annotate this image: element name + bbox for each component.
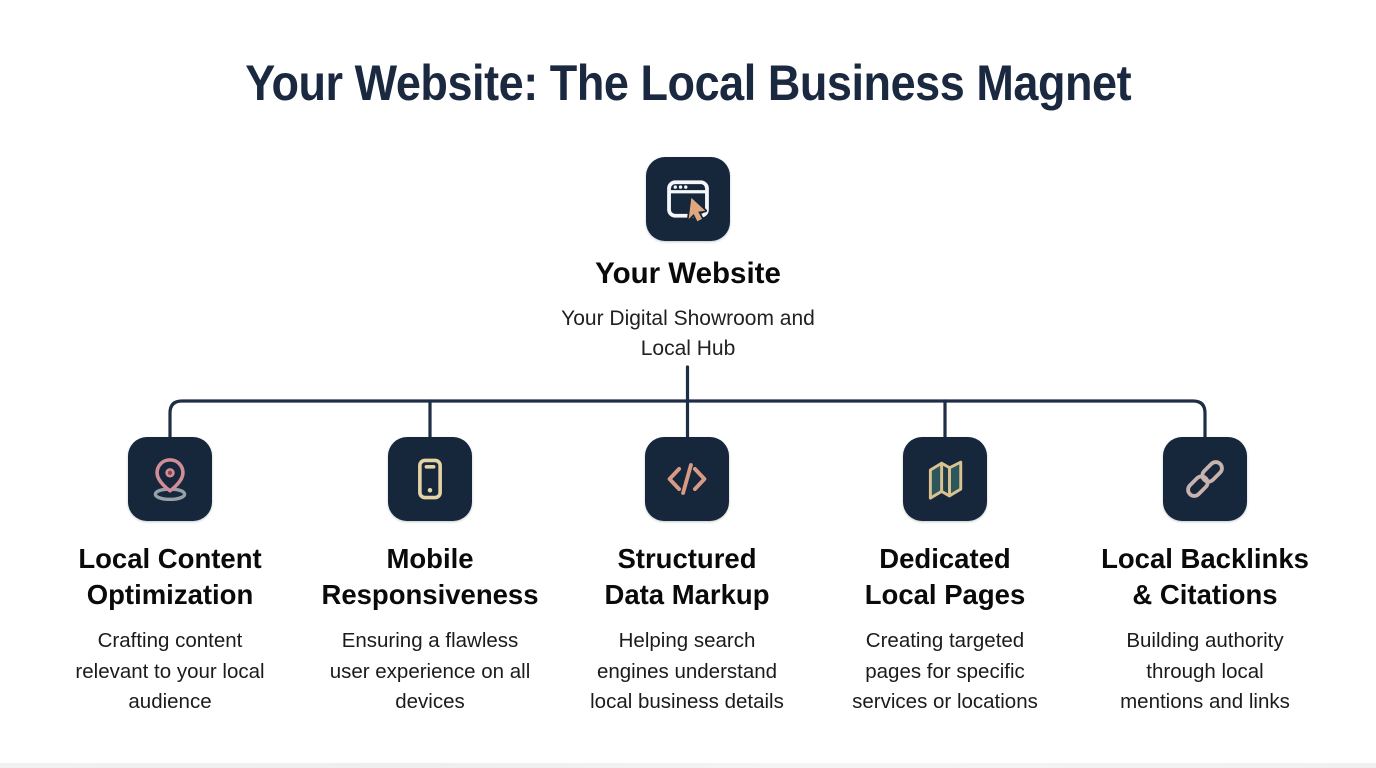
node-desc-line: Building authority — [1126, 629, 1284, 652]
node-title-line: & Citations — [1132, 579, 1278, 610]
node-title-line: Mobile — [386, 543, 474, 574]
connector-rail — [168, 399, 1207, 440]
folded-map-icon — [928, 460, 963, 500]
node-desc-line: Crafting content — [97, 629, 243, 652]
node-dedicated-local-pages: Dedicated Local Pages Creating targeted … — [805, 437, 1085, 718]
node-icon-tile — [645, 437, 729, 521]
node-description: Ensuring a flawless user experience on a… — [290, 626, 570, 718]
node-desc-line: audience — [128, 690, 212, 713]
node-description: Building authority through local mention… — [1065, 626, 1345, 718]
location-pin-icon — [153, 458, 187, 502]
node-description: Helping search engines understand local … — [547, 626, 827, 718]
node-title-line: Responsiveness — [321, 579, 539, 610]
node-description: Creating targeted pages for specific ser… — [805, 626, 1085, 718]
code-markup-icon — [667, 463, 707, 495]
node-title: Local Content Optimization — [30, 541, 310, 613]
node-desc-line: relevant to your local — [75, 659, 265, 683]
node-icon-tile — [903, 437, 987, 521]
node-title-line: Local Content — [78, 543, 262, 574]
node-description: Crafting content relevant to your local … — [30, 626, 310, 718]
node-desc-line: local business details — [590, 690, 784, 713]
node-title: Local Backlinks & Citations — [1065, 541, 1345, 613]
node-desc-line: mentions and links — [1120, 690, 1290, 713]
node-title: Structured Data Markup — [547, 541, 827, 613]
root-icon-tile — [646, 157, 730, 241]
root-node-your-website: Your Website Your Digital Showroom and L… — [548, 157, 828, 364]
node-icon-tile — [388, 437, 472, 521]
node-icon-tile — [1163, 437, 1247, 521]
root-subtitle-line: Local Hub — [640, 337, 736, 360]
node-local-backlinks-citations: Local Backlinks & Citations Building aut… — [1065, 437, 1345, 718]
node-desc-line: through local — [1146, 659, 1264, 683]
node-title-line: Structured — [617, 543, 757, 574]
bottom-edge-artifact — [0, 763, 1376, 768]
page-title-text: Your Website: The Local Business Magnet — [245, 55, 1131, 111]
node-title-line: Local Pages — [864, 579, 1026, 610]
node-desc-line: Creating targeted — [865, 629, 1025, 652]
node-title: Dedicated Local Pages — [805, 541, 1085, 613]
node-desc-line: engines understand — [596, 659, 778, 683]
node-title-line: Data Markup — [604, 579, 770, 610]
node-desc-line: pages for specific — [865, 659, 1025, 683]
node-title: Mobile Responsiveness — [290, 541, 570, 613]
node-desc-line: Helping search — [618, 629, 756, 652]
node-mobile-responsiveness: Mobile Responsiveness Ensuring a flawles… — [290, 437, 570, 718]
browser-cursor-icon — [667, 180, 709, 223]
node-structured-data-markup: Structured Data Markup Helping search en… — [547, 437, 827, 718]
node-local-content-optimization: Local Content Optimization Crafting cont… — [30, 437, 310, 718]
page-title: Your Website: The Local Business Magnet — [0, 54, 1376, 112]
node-title-line: Optimization — [86, 579, 254, 610]
node-title-line: Dedicated — [879, 543, 1011, 574]
node-desc-line: Ensuring a flawless — [341, 629, 519, 652]
node-title-line: Local Backlinks — [1101, 543, 1309, 574]
node-desc-line: devices — [395, 690, 465, 713]
node-desc-line: services or locations — [852, 690, 1038, 713]
node-desc-line: user experience on all — [329, 659, 531, 683]
root-subtitle-line: Your Digital Showroom and — [561, 307, 815, 330]
smartphone-icon — [418, 458, 442, 500]
root-node-title: Your Website — [595, 257, 781, 290]
node-icon-tile — [128, 437, 212, 521]
root-node-subtitle: Your Digital Showroom and Local Hub — [548, 304, 828, 364]
chain-link-icon — [1186, 460, 1224, 498]
